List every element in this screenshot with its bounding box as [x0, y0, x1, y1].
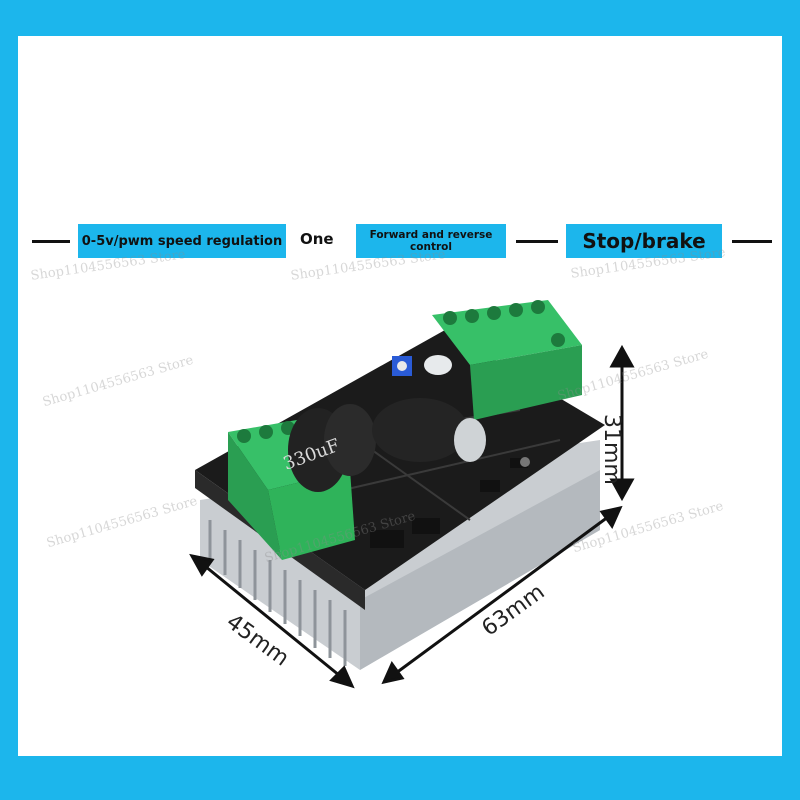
- dash-left: [32, 240, 70, 243]
- heatsink-side: [360, 470, 600, 670]
- dash-middle: [516, 240, 558, 243]
- dimension-arrows: [189, 344, 635, 689]
- one-label: One: [300, 230, 334, 248]
- feature-row: 0-5v/pwm speed regulation One Forward an…: [0, 222, 800, 262]
- capacitors: [288, 355, 486, 492]
- forward-reverse-tag: Forward and reverse control: [356, 224, 506, 258]
- terminal-block-right: [432, 300, 582, 420]
- speed-regulation-tag: 0-5v/pwm speed regulation: [78, 224, 286, 258]
- stop-brake-tag: Stop/brake: [566, 224, 722, 258]
- height-dimension-label: 31mm: [599, 414, 624, 485]
- dash-right: [732, 240, 772, 243]
- smd-components: [370, 457, 530, 548]
- potentiometer-knob: [397, 361, 407, 371]
- heatsink-fins: [208, 520, 347, 666]
